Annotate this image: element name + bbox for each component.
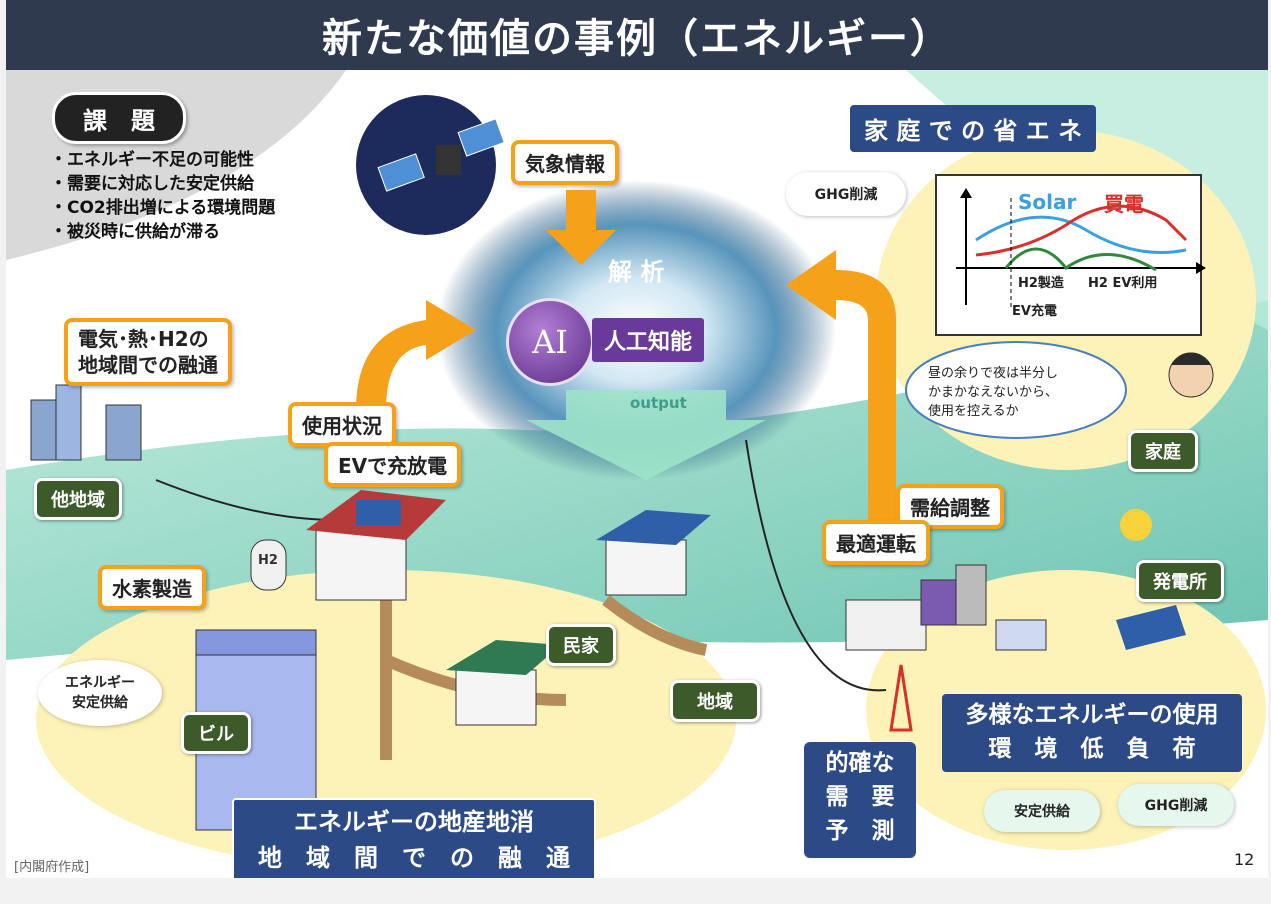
stable-supply-bubble: 安定供給 bbox=[984, 790, 1100, 832]
hydrogen-tag: 水素製造 bbox=[98, 565, 206, 610]
background-illustration bbox=[6, 70, 1268, 870]
region-tag: 地域 bbox=[670, 680, 760, 722]
chart-buy-label: 買電 bbox=[1104, 192, 1144, 216]
forecast-line: 的確な bbox=[825, 750, 895, 776]
local-energy-box: エネルギーの地産地消 地 域 間 で の 融 通 bbox=[232, 798, 596, 878]
usage-tag: 使用状況 bbox=[288, 402, 396, 447]
issue-item: ・CO2排出増による環境問題 bbox=[50, 198, 276, 218]
chart-h2-ev-label: H2 EV利用 bbox=[1088, 276, 1158, 291]
issues-heading: 課 題 bbox=[52, 92, 186, 144]
forecast-line: 予 測 bbox=[825, 818, 895, 844]
demand-forecast-box: 的確な 需 要 予 測 bbox=[804, 742, 916, 858]
h2-tank-label: H2 bbox=[258, 553, 278, 568]
ghg-bubble-bottom: GHG削減 bbox=[1118, 784, 1234, 826]
chart-solar-label: Solar bbox=[1018, 190, 1077, 214]
diverse-line: 多様なエネルギーの使用 bbox=[965, 702, 1219, 728]
interregional-line: 地域間での融通 bbox=[78, 353, 218, 377]
home-tag: 家庭 bbox=[1128, 430, 1198, 472]
private-house-tag: 民家 bbox=[546, 624, 616, 666]
bubble-line: エネルギー bbox=[65, 675, 135, 691]
slide: 新たな価値の事例（エネルギー） 課 題 ・エネルギー不足の可能性 ・需要に対応し… bbox=[6, 0, 1268, 878]
interregional-line: 電気･熱･H2の bbox=[78, 327, 209, 351]
building-tag: ビル bbox=[181, 712, 251, 754]
local-energy-line: 地 域 間 で の 融 通 bbox=[258, 844, 570, 872]
issue-item: ・エネルギー不足の可能性 bbox=[50, 150, 254, 170]
weather-info-tag: 気象情報 bbox=[511, 140, 619, 185]
bubble-line: 安定供給 bbox=[72, 695, 128, 711]
issue-item: ・需要に対応した安定供給 bbox=[50, 174, 254, 194]
home-energy-saving-title: 家 庭 で の 省 エ ネ bbox=[850, 105, 1097, 152]
thought-line: 昼の余りで夜は半分し bbox=[928, 366, 1059, 381]
diverse-energy-box: 多様なエネルギーの使用 環 境 低 負 荷 bbox=[942, 694, 1242, 772]
interregional-tag: 電気･熱･H2の 地域間での融通 bbox=[64, 318, 232, 386]
local-energy-line: エネルギーの地産地消 bbox=[294, 808, 534, 836]
page-number: 12 bbox=[1234, 850, 1255, 869]
ai-label: 人工知能 bbox=[592, 318, 705, 362]
thought-line: 使用を控えるか bbox=[928, 404, 1019, 419]
source-note: [内閣府作成] bbox=[14, 860, 90, 875]
diverse-line: 環 境 低 負 荷 bbox=[988, 736, 1196, 762]
energy-stable-bubble: エネルギー 安定供給 bbox=[38, 660, 162, 726]
output-label: output bbox=[630, 394, 687, 412]
issue-item: ・被災時に供給が滞る bbox=[50, 222, 220, 242]
thought-bubble-text: 昼の余りで夜は半分し かまかなえないから、 使用を控えるか bbox=[928, 364, 1058, 421]
ai-circle: AI bbox=[506, 298, 594, 386]
forecast-line: 需 要 bbox=[825, 784, 895, 810]
issues-list: ・エネルギー不足の可能性 ・需要に対応した安定供給 ・CO2排出増による環境問題… bbox=[50, 148, 275, 244]
power-plant-tag: 発電所 bbox=[1136, 560, 1224, 602]
ev-charge-tag: EVで充放電 bbox=[324, 442, 462, 487]
other-region-tag: 他地域 bbox=[34, 478, 122, 520]
thought-line: かまかなえないから、 bbox=[928, 385, 1059, 400]
optimal-operation-tag: 最適運転 bbox=[822, 520, 930, 565]
ghg-bubble-top: GHG削減 bbox=[786, 172, 906, 216]
ai-text: AI bbox=[532, 323, 568, 361]
analysis-label: 解 析 bbox=[608, 258, 665, 286]
chart-h2-make-label: H2製造 bbox=[1018, 276, 1064, 291]
page-title: 新たな価値の事例（エネルギー） bbox=[6, 0, 1268, 70]
chart-ev-charge-label: EV充電 bbox=[1012, 304, 1057, 319]
